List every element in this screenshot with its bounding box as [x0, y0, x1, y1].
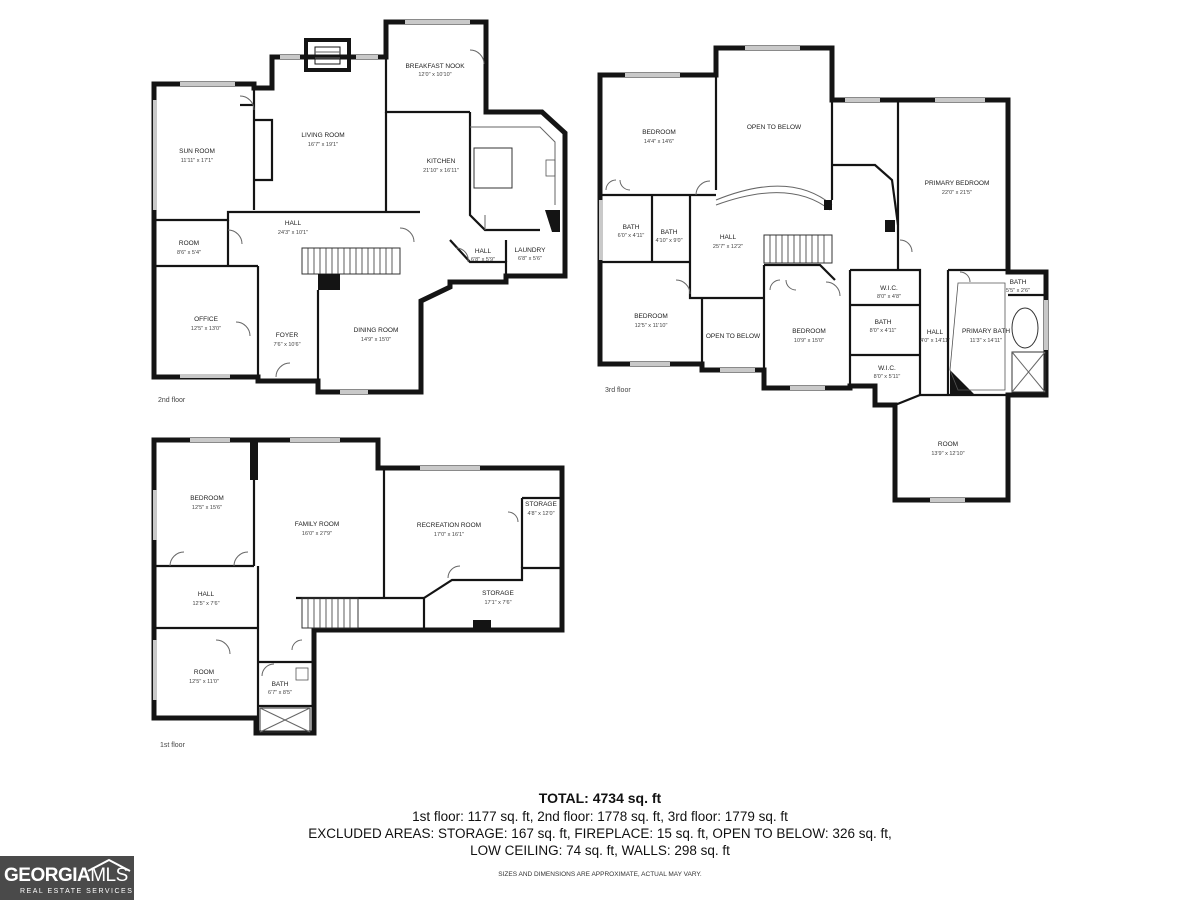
- bath-1f-dims: 6'7" x 8'5": [268, 690, 292, 696]
- floor-1-plan: BEDROOM 12'5" x 15'6" FAMILY ROOM 16'0" …: [151, 437, 565, 749]
- bath-a-name: BATH: [623, 224, 640, 231]
- recreation-room-dims: 17'0" x 16'1": [434, 532, 464, 538]
- floor-2-plan: SUN ROOM 11'11" x 17'1" LIVING ROOM 16'7…: [151, 19, 568, 404]
- family-room-name: FAMILY ROOM: [295, 521, 340, 528]
- logo-tagline: REAL ESTATE SERVICES: [20, 888, 134, 895]
- open-to-below-bottom: OPEN TO BELOW: [706, 333, 761, 340]
- primary-bath-name: PRIMARY BATH: [962, 328, 1010, 335]
- hall-1f-dims: 12'5" x 7'6": [192, 601, 219, 607]
- bedroom-sw-dims: 12'5" x 11'10": [635, 323, 668, 329]
- room-1f-name: ROOM: [194, 669, 214, 676]
- floor-areas: 1st floor: 1177 sq. ft, 2nd floor: 1778 …: [412, 809, 788, 824]
- hall-small-2f-name: HALL: [475, 248, 492, 255]
- disclaimer: SIZES AND DIMENSIONS ARE APPROXIMATE, AC…: [498, 871, 702, 878]
- room-3f-name: ROOM: [938, 441, 958, 448]
- living-room-dims: 16'7" x 19'1": [308, 142, 338, 148]
- bath-c-dims: 8'0" x 4'11": [870, 328, 897, 334]
- office-dims: 12'5" x 13'0": [191, 326, 221, 332]
- sun-room-name: SUN ROOM: [179, 148, 215, 155]
- breakfast-nook-name: BREAKFAST NOOK: [405, 63, 465, 70]
- stairs-2nd-floor: [301, 247, 401, 275]
- laundry-dims: 6'8" x 5'6": [518, 256, 542, 262]
- living-room-name: LIVING ROOM: [301, 132, 344, 139]
- hall-b-3f-dims: 4'0" x 14'11": [920, 338, 950, 344]
- dining-room-dims: 14'9" x 15'0": [361, 337, 391, 343]
- bath-a-dims: 6'0" x 4'11": [618, 233, 645, 239]
- bath-d-name: BATH: [1010, 279, 1027, 286]
- hall-3f-dims: 25'7" x 12'2": [713, 244, 743, 250]
- storage-a-dims: 4'8" x 12'0": [527, 511, 554, 517]
- floor-1-label: 1st floor: [160, 742, 186, 749]
- bath-d-dims: 5'5" x 2'6": [1006, 288, 1030, 294]
- primary-bedroom-dims: 22'0" x 21'5": [942, 190, 972, 196]
- dining-room-name: DINING ROOM: [354, 327, 399, 334]
- wic-b-name: W.I.C.: [878, 365, 896, 372]
- logo-wordmark: GEORGIAMLS: [4, 865, 128, 887]
- office-name: OFFICE: [194, 316, 218, 323]
- open-to-below-top: OPEN TO BELOW: [747, 124, 802, 131]
- wic-a-dims: 8'0" x 4'8": [877, 294, 901, 300]
- room-2f-name: ROOM: [179, 240, 199, 247]
- bedroom-nw-dims: 14'4" x 14'6": [644, 139, 674, 145]
- bath-b-name: BATH: [661, 229, 678, 236]
- kitchen-dims: 21'10" x 16'11": [423, 168, 459, 174]
- floor-3-plan: BEDROOM 14'4" x 14'6" OPEN TO BELOW PRIM…: [597, 45, 1049, 503]
- wic-b-dims: 8'0" x 5'11": [874, 374, 901, 380]
- bath-b-dims: 4'10" x 9'0": [655, 238, 682, 244]
- logo-brand-a: GEORGIA: [4, 865, 91, 886]
- bedroom-1f-name: BEDROOM: [190, 495, 224, 502]
- bedroom-mid-dims: 10'9" x 15'0": [794, 338, 824, 344]
- recreation-room-name: RECREATION ROOM: [417, 522, 481, 529]
- room-1f-dims: 12'5" x 11'0": [189, 679, 219, 685]
- storage-b-name: STORAGE: [482, 590, 514, 597]
- storage-a-name: STORAGE: [525, 501, 557, 508]
- foyer-dims: 7'6" x 10'6": [273, 342, 300, 348]
- excluded-areas-cont: LOW CEILING: 74 sq. ft, WALLS: 298 sq. f…: [470, 843, 730, 858]
- primary-bath-dims: 11'3" x 14'11": [970, 338, 1002, 344]
- bath-1f-name: BATH: [272, 681, 289, 688]
- laundry-name: LAUNDRY: [515, 247, 547, 254]
- breakfast-nook-dims: 12'0" x 10'10": [418, 72, 451, 78]
- logo-brand-b: MLS: [90, 865, 128, 886]
- roof-icon: [87, 858, 131, 872]
- stairs-1st-floor: [301, 597, 359, 629]
- hall-b-3f-name: HALL: [927, 329, 944, 336]
- georgia-mls-logo: GEORGIAMLS REAL ESTATE SERVICES: [0, 856, 134, 900]
- hall-small-2f-dims: 6'8" x 5'9": [471, 257, 495, 263]
- bedroom-mid-name: BEDROOM: [792, 328, 826, 335]
- stairs-3rd-floor: [763, 234, 833, 264]
- hall-1f-name: HALL: [198, 591, 215, 598]
- floor-3-label: 3rd floor: [605, 387, 631, 394]
- primary-bedroom-name: PRIMARY BEDROOM: [925, 180, 990, 187]
- bath-c-name: BATH: [875, 319, 892, 326]
- hall-2f-name: HALL: [285, 220, 302, 227]
- room-3f-dims: 13'9" x 12'10": [931, 451, 964, 457]
- bedroom-nw-name: BEDROOM: [642, 129, 676, 136]
- bedroom-1f-dims: 12'5" x 15'6": [192, 505, 222, 511]
- family-room-dims: 16'0" x 27'9": [302, 531, 332, 537]
- hall-3f-name: HALL: [720, 234, 737, 241]
- sun-room-dims: 11'11" x 17'1": [181, 158, 213, 164]
- excluded-areas: EXCLUDED AREAS: STORAGE: 167 sq. ft, FIR…: [308, 826, 892, 841]
- wic-a-name: W.I.C.: [880, 285, 898, 292]
- storage-b-dims: 17'1" x 7'6": [484, 600, 511, 606]
- bedroom-sw-name: BEDROOM: [634, 313, 668, 320]
- floor-2-label: 2nd floor: [158, 397, 186, 404]
- foyer-name: FOYER: [276, 332, 299, 339]
- room-2f-dims: 8'6" x 5'4": [177, 250, 201, 256]
- total-area: TOTAL: 4734 sq. ft: [538, 790, 662, 806]
- hall-2f-dims: 24'3" x 10'1": [278, 230, 308, 236]
- kitchen-name: KITCHEN: [427, 158, 456, 165]
